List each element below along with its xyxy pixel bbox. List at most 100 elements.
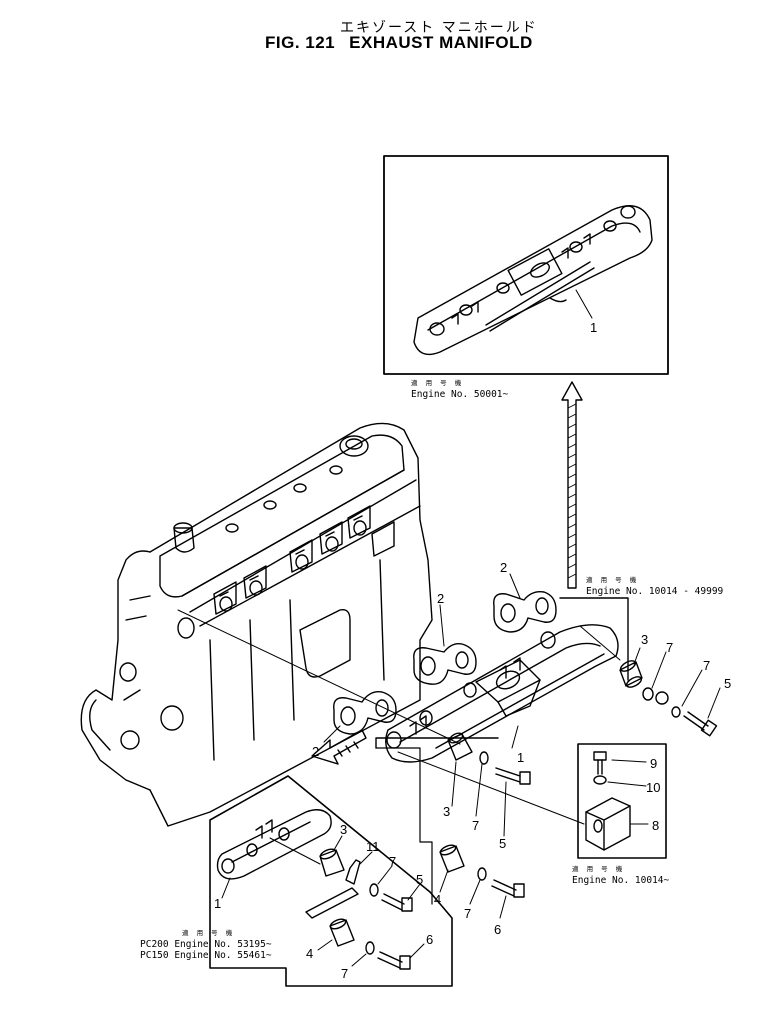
washer-7-right-a <box>642 687 654 701</box>
callout-5: 5 <box>724 676 731 691</box>
callout-1: 1 <box>214 896 221 911</box>
leader-line <box>397 751 585 825</box>
bolt-5-middle <box>495 767 531 785</box>
bolt-6-bottom <box>377 951 411 970</box>
callout-7: 7 <box>703 658 710 673</box>
callout-3: 3 <box>641 632 648 647</box>
note-ja: 適 用 号 機 <box>411 379 465 387</box>
leader-line <box>177 609 461 745</box>
leader-line <box>269 837 321 865</box>
callout-7: 7 <box>389 854 396 869</box>
figure-name: EXHAUST MANIFOLD <box>349 33 533 52</box>
bolt-5-right <box>683 711 718 737</box>
leader-line <box>317 939 333 951</box>
figure-title: FIG. 121 EXHAUST MANIFOLD <box>265 33 533 53</box>
bolt-9 <box>593 751 607 775</box>
leader-line <box>221 877 231 899</box>
leader-line <box>681 669 703 707</box>
note-engine: Engine No. 10014 - 49999 <box>586 586 724 597</box>
engine-block <box>80 422 433 827</box>
note-bottom-variant: 適 用 号 機 PC200 Engine No. 53195~ PC150 En… <box>140 928 272 961</box>
note-engine: Engine No. 50001~ <box>411 389 509 400</box>
leader-line <box>469 879 481 905</box>
note-engine-pc200: PC200 Engine No. 53195~ <box>140 939 272 950</box>
leader-line <box>451 761 457 807</box>
callout-5: 5 <box>499 836 506 851</box>
note-ja: 適 用 号 機 <box>182 929 236 937</box>
leader-line <box>475 763 483 817</box>
callout-7: 7 <box>472 818 479 833</box>
clip-11 <box>345 859 361 885</box>
figure-number: FIG. 121 <box>265 33 336 52</box>
exhaust-manifold-main <box>385 624 619 763</box>
leader-line <box>499 895 507 919</box>
note-ja: 適 用 号 機 <box>586 576 640 584</box>
note-ja: 適 用 号 機 <box>572 865 626 873</box>
washer-7-bottom-a <box>369 883 379 897</box>
leader-line <box>503 781 507 837</box>
inset-frame-bottom <box>209 775 453 987</box>
washer-10 <box>593 775 607 785</box>
callout-7: 7 <box>464 906 471 921</box>
leader-line <box>407 883 421 901</box>
leader-line <box>333 835 343 851</box>
gasket-parts <box>333 590 557 735</box>
direction-arrow <box>311 729 367 765</box>
callout-1: 1 <box>517 750 524 765</box>
note-top-variant: 適 用 号 機 Engine No. 50001~ <box>411 378 508 400</box>
callout-3: 3 <box>340 822 347 837</box>
callout-6: 6 <box>494 922 501 937</box>
washer-7-right-c <box>671 706 681 718</box>
sleeve-3-right <box>619 660 643 688</box>
callout-1: 1 <box>590 320 597 335</box>
callout-9: 9 <box>650 756 657 771</box>
callout-5: 5 <box>416 872 423 887</box>
leader-line <box>511 725 519 749</box>
bolt-5-bottom <box>381 893 413 912</box>
note-engine: Engine No. 10014~ <box>572 875 670 886</box>
leader-line <box>607 781 647 787</box>
leader-line <box>439 604 445 647</box>
leader-line <box>509 573 521 599</box>
callout-2: 2 <box>437 591 444 606</box>
leader-line <box>707 687 721 719</box>
callout-3: 3 <box>443 804 450 819</box>
variant-arrow <box>561 381 583 589</box>
callout-2: 2 <box>312 744 319 759</box>
note-engine-pc150: PC150 Engine No. 55461~ <box>140 950 272 961</box>
leader-line <box>579 625 621 661</box>
sleeve-3-bottom <box>319 848 345 877</box>
exhaust-manifold-short <box>216 809 332 880</box>
leader-line <box>651 651 667 689</box>
main-assembly-frame <box>375 597 629 749</box>
leader-line <box>377 865 393 885</box>
note-bracket-variant: 適 用 号 機 Engine No. 10014~ <box>572 864 669 886</box>
leader-line <box>359 851 373 865</box>
bolt-6-lower <box>491 879 525 898</box>
leader-line <box>611 759 647 763</box>
sleeve-4-bottom <box>329 918 355 947</box>
callout-4: 4 <box>306 946 313 961</box>
callout-2: 2 <box>500 560 507 575</box>
inset-frame-top <box>383 155 669 375</box>
title-japanese: エキゾースト マニホールド <box>340 20 538 36</box>
leader-line <box>633 647 641 665</box>
callout-6: 6 <box>426 932 433 947</box>
callout-7: 7 <box>341 966 348 981</box>
note-middle-variant: 適 用 号 機 Engine No. 10014 - 49999 <box>586 575 723 597</box>
leader-line <box>351 953 367 967</box>
washer-7-bottom-b <box>365 941 375 955</box>
exhaust-manifold-variant <box>413 205 653 356</box>
leader-line <box>575 289 593 319</box>
callout-7: 7 <box>666 640 673 655</box>
assembly-frame-line <box>375 747 433 905</box>
shield-plate <box>305 887 359 919</box>
callout-11: 11 <box>366 839 380 854</box>
washer-7-middle <box>479 751 489 765</box>
bracket-8 <box>585 797 631 851</box>
washer-7-lower <box>477 867 487 881</box>
washer-7-right-b <box>655 691 669 705</box>
leader-line <box>409 943 425 959</box>
sleeve-3-middle <box>447 732 473 761</box>
